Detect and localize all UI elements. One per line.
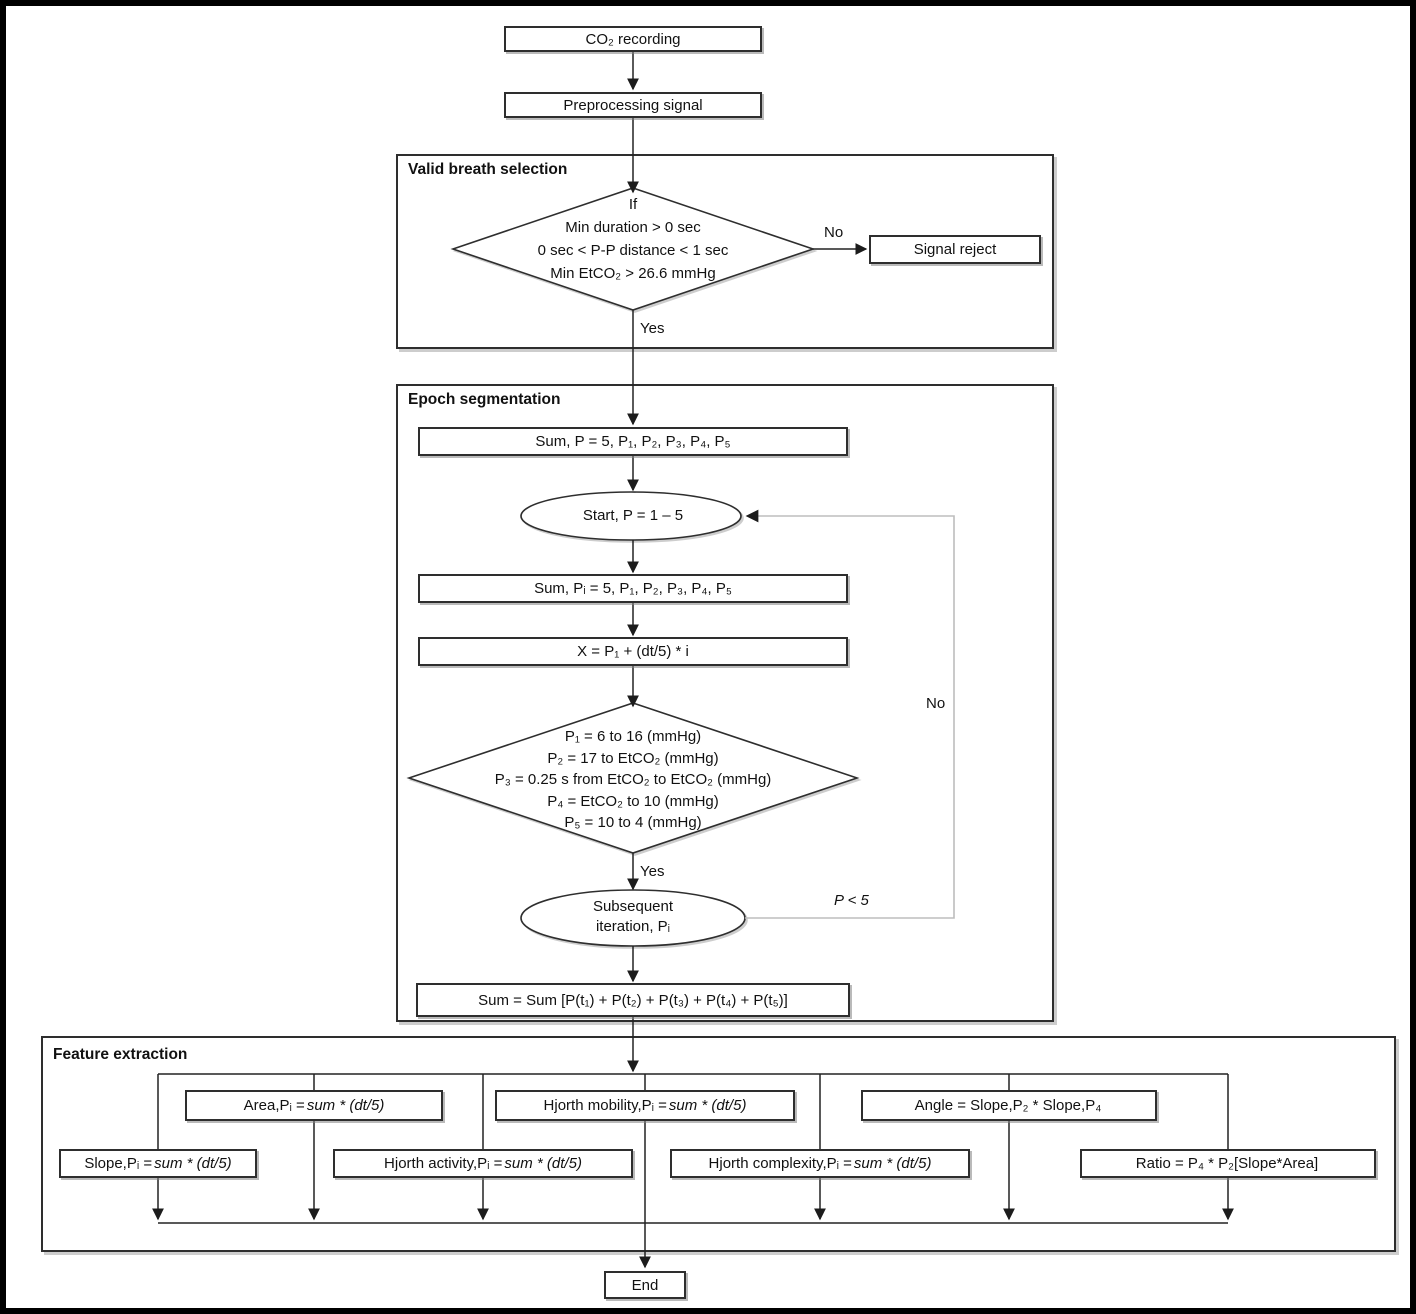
- decision-line: Min duration > 0 sec: [565, 219, 701, 236]
- decision-line: P₄ = EtCO₂ to 10 (mmHg): [547, 792, 719, 810]
- loop-condition-label: P < 5: [834, 892, 869, 909]
- connector-layer: [152, 52, 1234, 1269]
- feature-extraction-section: [41, 1036, 1396, 1252]
- x-equation-box: X = P₁ + (dt/5) * i: [418, 637, 848, 666]
- decision-line: Min EtCO₂ > 26.6 mmHg: [550, 265, 716, 282]
- feature-activity-box: Hjorth activity,Pᵢ = sum * (dt/5): [333, 1149, 633, 1178]
- decision-line: If: [628, 196, 638, 213]
- feature-area-label: Area,Pᵢ =: [243, 1097, 305, 1114]
- valid-breath-section: [396, 154, 1054, 349]
- decision-line: P₁ = 6 to 16 (mmHg): [564, 728, 702, 745]
- epoch-segmentation-section: [396, 384, 1054, 1022]
- feature-slope-formula: sum * (dt/5): [154, 1155, 232, 1172]
- sum-pi-label: Sum, Pᵢ = 5, P₁, P₂, P₃, P₄, P₅: [534, 580, 732, 597]
- subsequent-iteration-text: Subsequent iteration, Pᵢ: [521, 897, 745, 937]
- feature-angle-box: Angle = Slope,P₂ * Slope,P₄: [861, 1090, 1157, 1121]
- feature-complexity-label: Hjorth complexity,Pᵢ =: [708, 1155, 852, 1172]
- epoch-no-label: No: [926, 695, 946, 712]
- feature-complexity-box: Hjorth complexity,Pᵢ = sum * (dt/5): [670, 1149, 970, 1178]
- loop-back-arrow: [745, 509, 955, 919]
- subsequent-line: iteration, Pᵢ: [595, 918, 671, 935]
- sum-p-label: Sum, P = 5, P₁, P₂, P₃, P₄, P₅: [535, 433, 731, 450]
- signal-reject-box: Signal reject: [869, 235, 1041, 264]
- end-box: End: [604, 1271, 686, 1299]
- x-equation-label: X = P₁ + (dt/5) * i: [577, 643, 689, 660]
- feature-ratio-label: Ratio = P₄ * P₂[Slope*Area]: [1135, 1155, 1319, 1172]
- decision-line: 0 sec < P-P distance < 1 sec: [537, 242, 729, 259]
- decision-line: P₃ = 0.25 s from EtCO₂ to EtCO₂ (mmHg): [494, 771, 772, 788]
- feature-slope-box: Slope,Pᵢ = sum * (dt/5): [59, 1149, 257, 1178]
- subsequent-line: Subsequent: [592, 898, 674, 915]
- valid-breath-yes-label: Yes: [640, 320, 665, 337]
- decision-line: P₂ = 17 to EtCO₂ (mmHg): [547, 749, 719, 767]
- sum-total-box: Sum = Sum [P(t₁) + P(t₂) + P(t₃) + P(t₄)…: [416, 983, 850, 1017]
- sum-pi-box: Sum, Pᵢ = 5, P₁, P₂, P₃, P₄, P₅: [418, 574, 848, 603]
- epoch-segmentation-section-title: Epoch segmentation: [408, 391, 561, 408]
- feature-ratio-box: Ratio = P₄ * P₂[Slope*Area]: [1080, 1149, 1376, 1178]
- start-loop-label: Start, P = 1 – 5: [582, 507, 684, 524]
- valid-breath-decision-text: If Min duration > 0 sec 0 sec < P-P dist…: [453, 193, 813, 285]
- end-label: End: [631, 1276, 659, 1294]
- valid-breath-no-label: No: [824, 224, 844, 241]
- start-loop-ellipse: [520, 491, 742, 541]
- feature-angle-label: Angle = Slope,P₂ * Slope,P₄: [914, 1097, 1102, 1114]
- epoch-decision-text: P₁ = 6 to 16 (mmHg) P₂ = 17 to EtCO₂ (mm…: [409, 726, 857, 834]
- feature-area-box: Area,Pᵢ = sum * (dt/5): [185, 1090, 443, 1121]
- start-loop-text: Start, P = 1 – 5: [523, 507, 743, 525]
- feature-mobility-formula: sum * (dt/5): [668, 1097, 747, 1114]
- co2-recording-label: CO₂ recording: [585, 30, 681, 48]
- preprocessing-box: Preprocessing signal: [504, 92, 762, 118]
- feature-extraction-section-title: Feature extraction: [53, 1046, 188, 1063]
- feature-activity-label: Hjorth activity,Pᵢ =: [384, 1155, 503, 1172]
- valid-breath-section-title: Valid breath selection: [408, 161, 568, 178]
- sum-p-box: Sum, P = 5, P₁, P₂, P₃, P₄, P₅: [418, 427, 848, 456]
- preprocessing-label: Preprocessing signal: [563, 96, 703, 114]
- feature-complexity-formula: sum * (dt/5): [853, 1155, 932, 1172]
- feature-activity-formula: sum * (dt/5): [504, 1155, 582, 1172]
- feature-mobility-box: Hjorth mobility,Pᵢ = sum * (dt/5): [495, 1090, 795, 1121]
- signal-reject-label: Signal reject: [913, 241, 997, 258]
- sum-total-label: Sum = Sum [P(t₁) + P(t₂) + P(t₃) + P(t₄)…: [478, 991, 788, 1009]
- epoch-yes-label: Yes: [640, 863, 665, 880]
- decision-line: P₅ = 10 to 4 (mmHg): [564, 814, 702, 831]
- feature-slope-label: Slope,Pᵢ =: [84, 1155, 153, 1172]
- feature-mobility-label: Hjorth mobility,Pᵢ =: [543, 1097, 667, 1114]
- co2-recording-box: CO₂ recording: [504, 26, 762, 52]
- feature-area-formula: sum * (dt/5): [306, 1097, 385, 1114]
